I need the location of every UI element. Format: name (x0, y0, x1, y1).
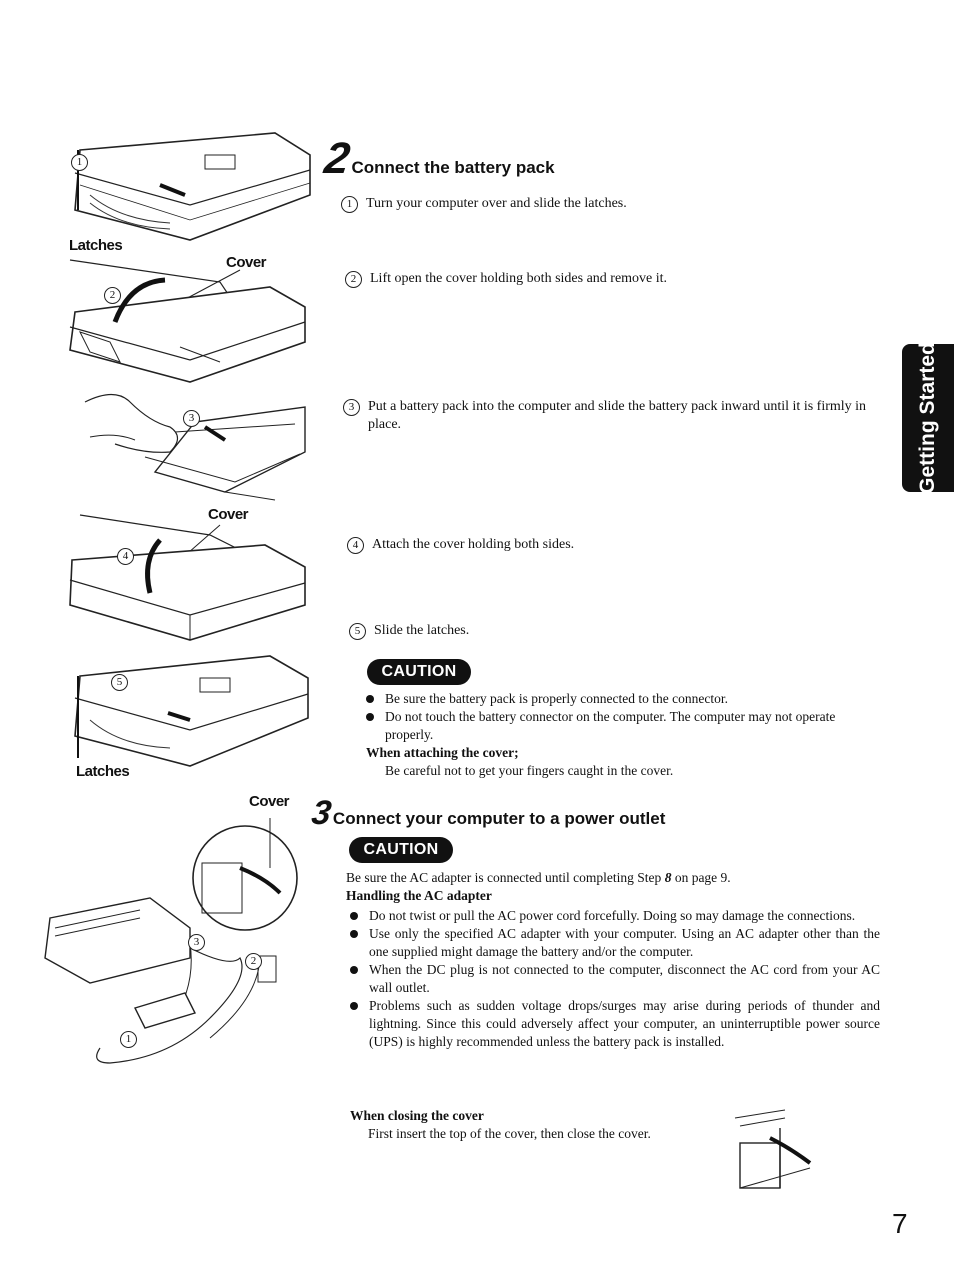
step3-bullet-2: Use only the specified AC adapter with y… (350, 925, 880, 961)
step2-number: 2 (321, 134, 353, 183)
illustration-cover-attach: 4 (60, 505, 315, 643)
substep-2-text: Lift open the cover holding both sides a… (370, 271, 668, 286)
substep-2-number: 2 (345, 271, 362, 288)
bullet-dot (366, 713, 374, 721)
substep-5-text: Slide the latches. (374, 623, 470, 638)
step2-bullet-1-text: Be sure the battery pack is properly con… (385, 691, 728, 706)
page-number: 7 (892, 1208, 908, 1239)
cover-text: Be careful not to get your fingers caugh… (385, 763, 674, 778)
callout-4: 4 (117, 548, 134, 565)
step3-intro-post: on page 9. (671, 870, 731, 885)
substep-3-number: 3 (343, 399, 360, 416)
step2-bullet-2: Do not touch the battery connector on th… (366, 708, 878, 744)
callout-3-power: 3 (188, 934, 205, 951)
illustration-power-connection: 3 2 1 (30, 808, 300, 1073)
section-tab-label: Getting Started (916, 344, 939, 492)
cover-label-2: Cover (208, 506, 249, 523)
bullet-dot (350, 912, 358, 920)
step3-bullet-3: When the DC plug is not connected to the… (350, 961, 880, 997)
section-tab: Getting Started (902, 344, 954, 492)
cover-label-3: Cover (249, 793, 290, 810)
substep-1: 1 Turn your computer over and slide the … (341, 195, 881, 213)
caution-badge-step3: CAUTION (349, 837, 453, 863)
illustration-latches-close: 5 (60, 648, 315, 770)
step2-title: Connect the battery pack (351, 158, 555, 177)
cover-heading: When attaching the cover; (366, 745, 519, 760)
step3-heading: 3 Connect your computer to a power outle… (309, 794, 666, 832)
step3-bullet-1-text: Do not twist or pull the AC power cord f… (369, 908, 856, 923)
substep-4-text: Attach the cover holding both sides. (372, 537, 575, 552)
substep-5: 5 Slide the latches. (349, 622, 889, 640)
callout-1-power: 1 (120, 1031, 137, 1048)
step3-title: Connect your computer to a power outlet (332, 809, 666, 828)
step3-intro-step: 8 (664, 870, 672, 885)
bullet-dot (350, 966, 358, 974)
callout-2-power: 2 (245, 953, 262, 970)
cover-label-1: Cover (226, 254, 267, 271)
substep-1-text: Turn your computer over and slide the la… (366, 196, 627, 211)
step3-intro: Be sure the AC adapter is connected unti… (346, 869, 886, 905)
illustration-closing-cover (730, 1108, 820, 1193)
substep-2: 2 Lift open the cover holding both sides… (345, 270, 885, 288)
step3-bullet-1: Do not twist or pull the AC power cord f… (350, 907, 880, 925)
closing-heading: When closing the cover (350, 1108, 484, 1123)
latches-label-bottom: Latches (76, 763, 130, 780)
callout-2: 2 (104, 287, 121, 304)
step3-bullet-4-text: Problems such as sudden voltage drops/su… (369, 998, 880, 1049)
closing-text: First insert the top of the cover, then … (368, 1126, 651, 1141)
substep-4-number: 4 (347, 537, 364, 554)
callout-3: 3 (183, 410, 200, 427)
step3-bullet-2-text: Use only the specified AC adapter with y… (369, 926, 880, 959)
substep-5-number: 5 (349, 623, 366, 640)
step3-bullet-3-text: When the DC plug is not connected to the… (369, 962, 880, 995)
adapter-heading: Handling the AC adapter (346, 888, 492, 903)
callout-1: 1 (71, 154, 88, 171)
step3-bullets: Do not twist or pull the AC power cord f… (350, 907, 880, 1051)
caution-badge-step2: CAUTION (367, 659, 471, 685)
substep-1-number: 1 (341, 196, 358, 213)
latches-label-top: Latches (69, 237, 123, 254)
bullet-dot (350, 1002, 358, 1010)
step3-bullet-4: Problems such as sudden voltage drops/su… (350, 997, 880, 1051)
closing-section: When closing the cover First insert the … (350, 1107, 720, 1143)
substep-3-text: Put a battery pack into the computer and… (368, 399, 867, 432)
bullet-dot (366, 695, 374, 703)
callout-5: 5 (111, 674, 128, 691)
step2-bullet-2-text: Do not touch the battery connector on th… (385, 709, 836, 742)
step3-intro-pre: Be sure the AC adapter is connected unti… (346, 870, 665, 885)
step3-number: 3 (309, 794, 334, 832)
illustration-cover-lift: 2 (60, 252, 315, 387)
step2-caution-text: Be sure the battery pack is properly con… (366, 690, 878, 780)
illustration-latches-open: 1 (60, 125, 315, 250)
step2-bullet-1: Be sure the battery pack is properly con… (366, 690, 878, 708)
substep-4: 4 Attach the cover holding both sides. (347, 536, 887, 554)
bullet-dot (350, 930, 358, 938)
step2-heading: 2 Connect the battery pack (321, 134, 555, 183)
illustration-battery-insert: 3 (75, 382, 315, 507)
substep-3: 3 Put a battery pack into the computer a… (343, 398, 888, 434)
